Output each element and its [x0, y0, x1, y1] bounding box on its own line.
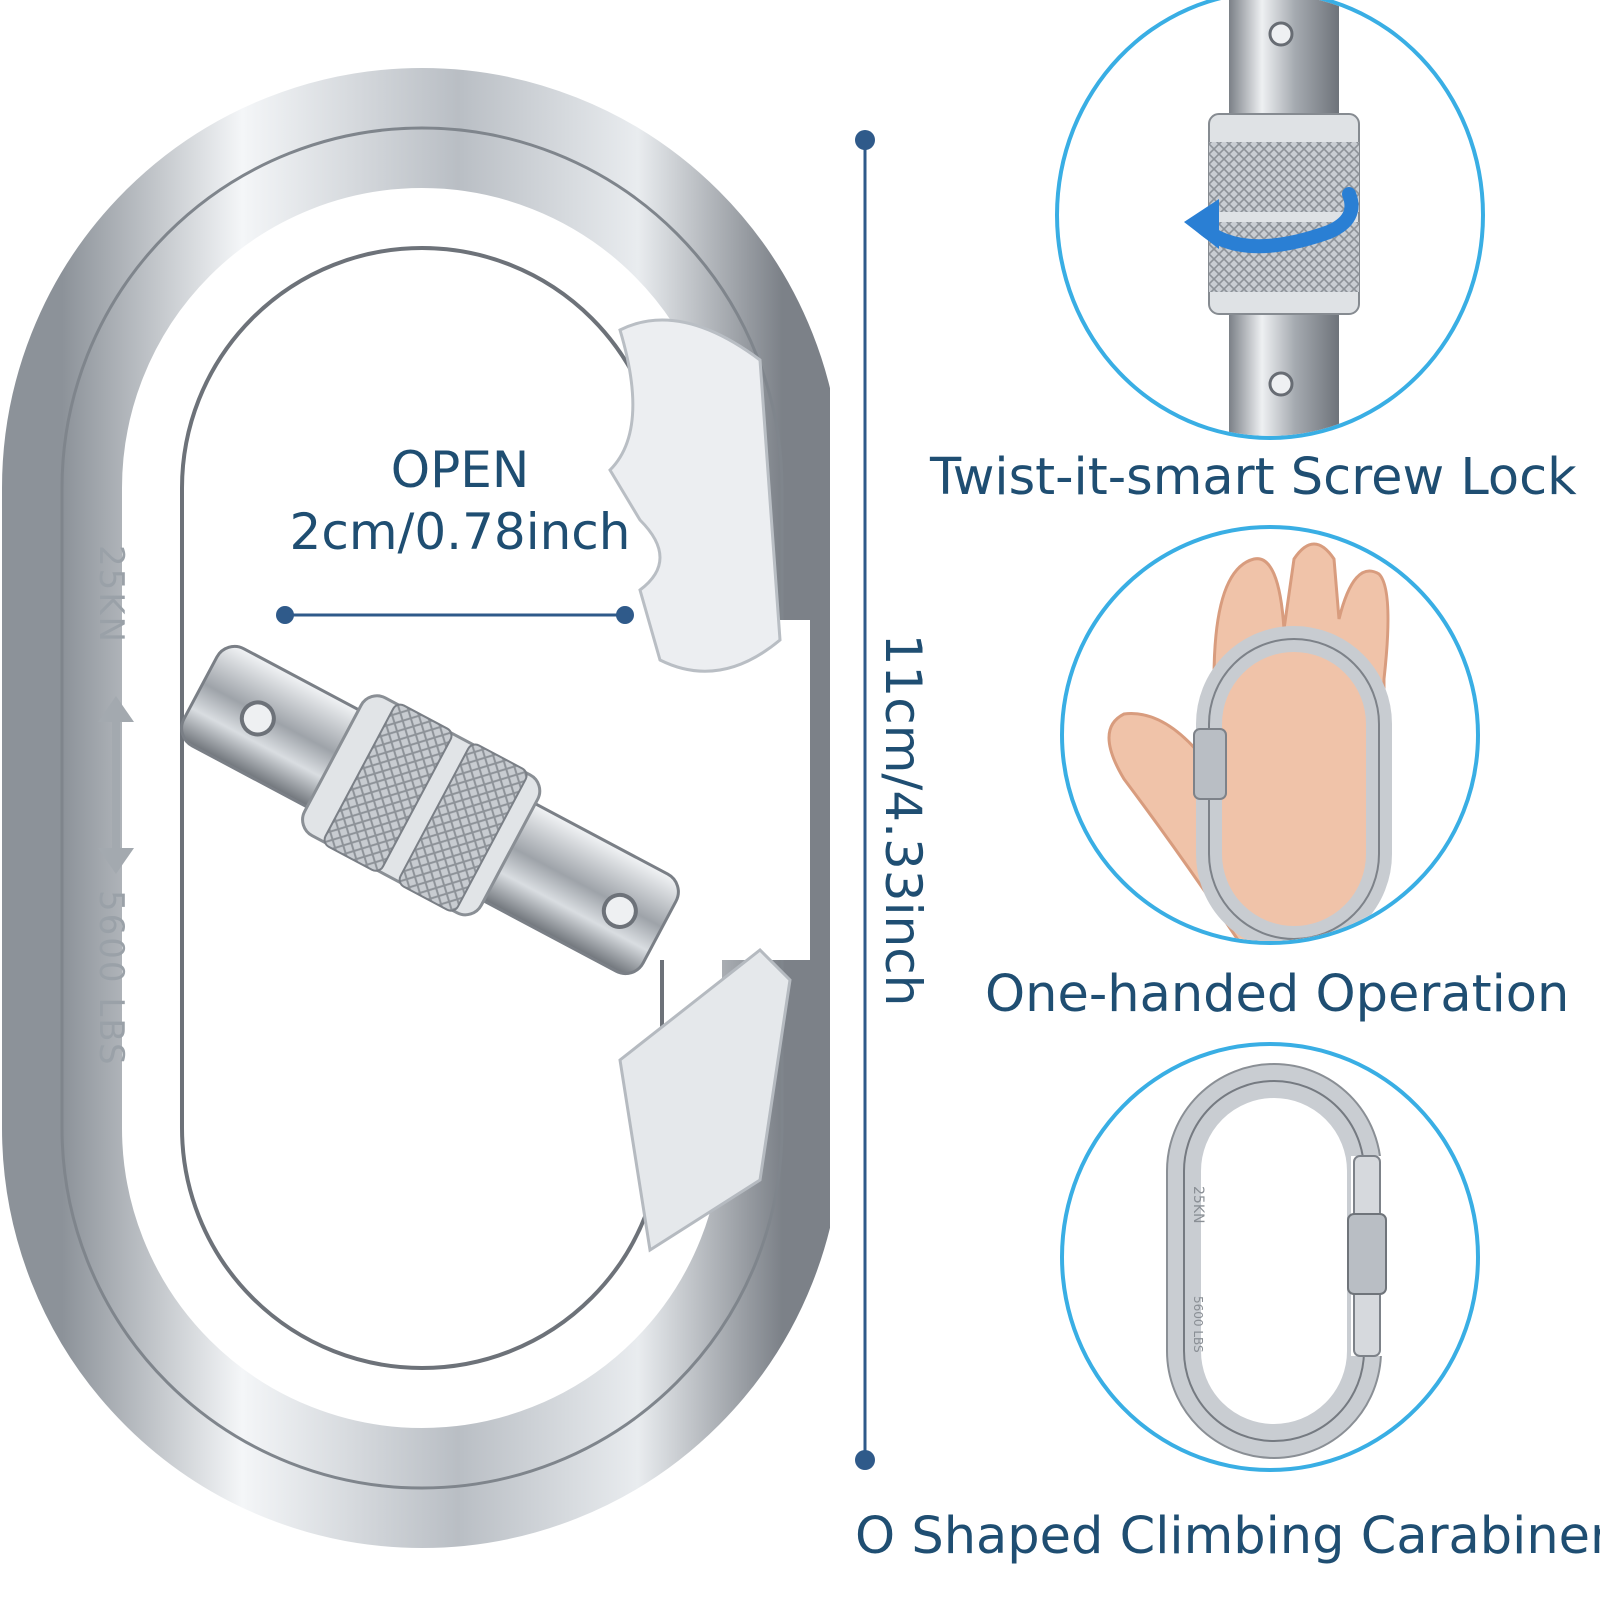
feature-caption-o-shaped: O Shaped Climbing Carabiner: [855, 1507, 1600, 1566]
screw-lock-circle: [1055, 0, 1485, 440]
open-size: 2cm/0.78inch: [289, 503, 631, 561]
main-carabiner-image: 25KN 5600 LBS: [2, 68, 830, 1548]
screw-lock-closeup-icon: [1184, 0, 1360, 436]
gate-rivet: [601, 892, 638, 929]
one-handed-circle: [1060, 525, 1480, 945]
double-arrow-icon: [98, 696, 134, 874]
product-engraving-strength: 25KN: [1190, 1186, 1206, 1223]
engraving: 25KN 5600 LBS: [91, 545, 134, 1067]
open-width-dimension-line: [276, 606, 634, 624]
gate-rivet: [239, 700, 276, 737]
product-engraving-load: 5600 LBS: [1191, 1296, 1205, 1353]
product-circle: 25KN 5600 LBS: [1060, 1042, 1480, 1472]
carabiner-product-icon: 25KN 5600 LBS: [1166, 1063, 1387, 1459]
strength-engraving: 25KN: [91, 545, 131, 644]
screw-gate: [180, 644, 680, 976]
knurled-ring: [398, 743, 528, 912]
height-dimension-line: [855, 130, 875, 1470]
feature-caption-one-handed: One-handed Operation: [985, 965, 1570, 1024]
carabiner-in-hand-icon: [1107, 542, 1392, 941]
height-value: 11cm/4.33inch: [874, 633, 932, 1007]
load-engraving: 5600 LBS: [91, 890, 131, 1067]
knurled-ring: [323, 703, 453, 872]
open-title: OPEN: [390, 441, 530, 499]
carabiner-body: [2, 68, 830, 1548]
open-width-label: OPEN 2cm/0.78inch: [270, 440, 650, 564]
feature-caption-screw-lock: Twist-it-smart Screw Lock: [930, 448, 1577, 507]
